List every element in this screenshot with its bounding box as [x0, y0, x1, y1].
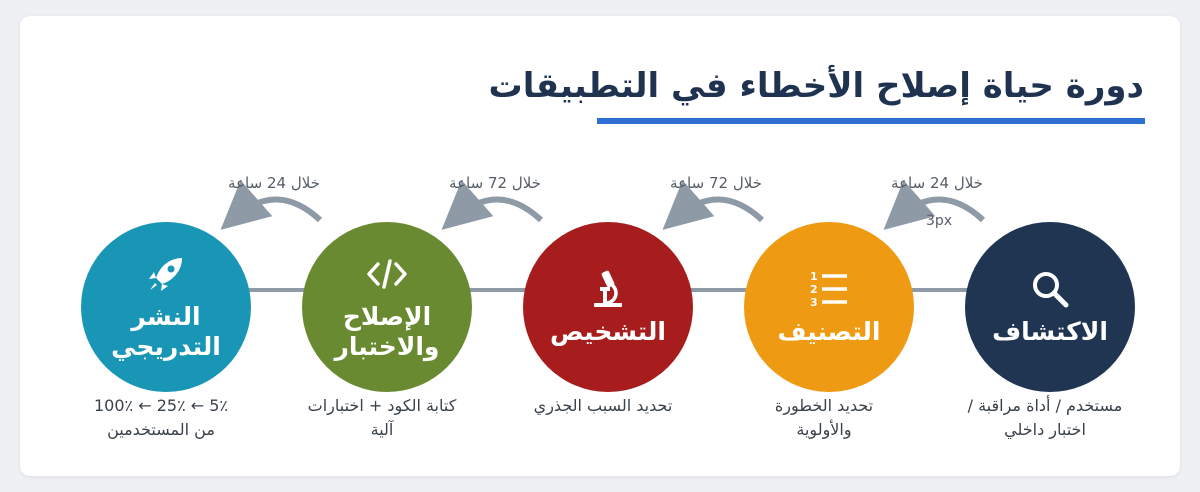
magnifier-icon — [1028, 267, 1072, 311]
stage-detection: الاكتشاف — [965, 222, 1135, 392]
curved-arrow-2 — [662, 180, 765, 230]
stage-title: الإصلاح والاختبار — [334, 302, 440, 361]
stage-fix-and-test: الإصلاح والاختبار — [302, 222, 472, 392]
arrow-note: 3px — [926, 213, 953, 229]
stage-title: التصنيف — [777, 317, 881, 346]
stage-gradual-deploy: النشر التدريجي — [81, 222, 251, 392]
title-underline — [597, 118, 1145, 124]
stage-description-diagnosis: تحديد السبب الجذري — [533, 396, 673, 415]
timing-label-4: خلال 24 ساعة — [228, 174, 320, 192]
rocket-icon — [144, 252, 188, 296]
code-icon — [365, 252, 409, 296]
svg-text:1: 1 — [810, 270, 818, 283]
diagram-title: دورة حياة إصلاح الأخطاء في التطبيقات — [488, 66, 1144, 106]
stage-diagnosis: التشخيص — [523, 222, 693, 392]
stage-description-detection: مستخدم / أداة مراقبة / اختبار داخلي — [967, 396, 1123, 439]
stage-classification: 1 2 3 التصنيف — [744, 222, 914, 392]
stage-description-deploy: 5٪ ← 25٪ ← 100٪ من المستخدمين — [93, 396, 229, 439]
stage-title: التشخيص — [550, 317, 666, 346]
microscope-icon — [586, 267, 630, 311]
curved-arrow-3 — [441, 180, 544, 230]
svg-text:2: 2 — [810, 283, 818, 296]
timing-label-1: خلال 24 ساعة — [891, 174, 983, 192]
svg-text:3: 3 — [810, 296, 818, 309]
stage-description-fix: كتابة الكود + اختبارات آلية — [307, 396, 457, 439]
stage-title: الاكتشاف — [992, 317, 1108, 346]
stage-title: النشر التدريجي — [111, 302, 221, 361]
timing-label-2: خلال 72 ساعة — [670, 174, 762, 192]
curved-arrow-1 — [883, 180, 986, 230]
curved-arrow-4 — [220, 180, 323, 230]
stage-description-classification: تحديد الخطورة والأولوية — [774, 396, 874, 439]
timing-label-3: خلال 72 ساعة — [449, 174, 541, 192]
numbered-list-icon: 1 2 3 — [807, 267, 851, 311]
